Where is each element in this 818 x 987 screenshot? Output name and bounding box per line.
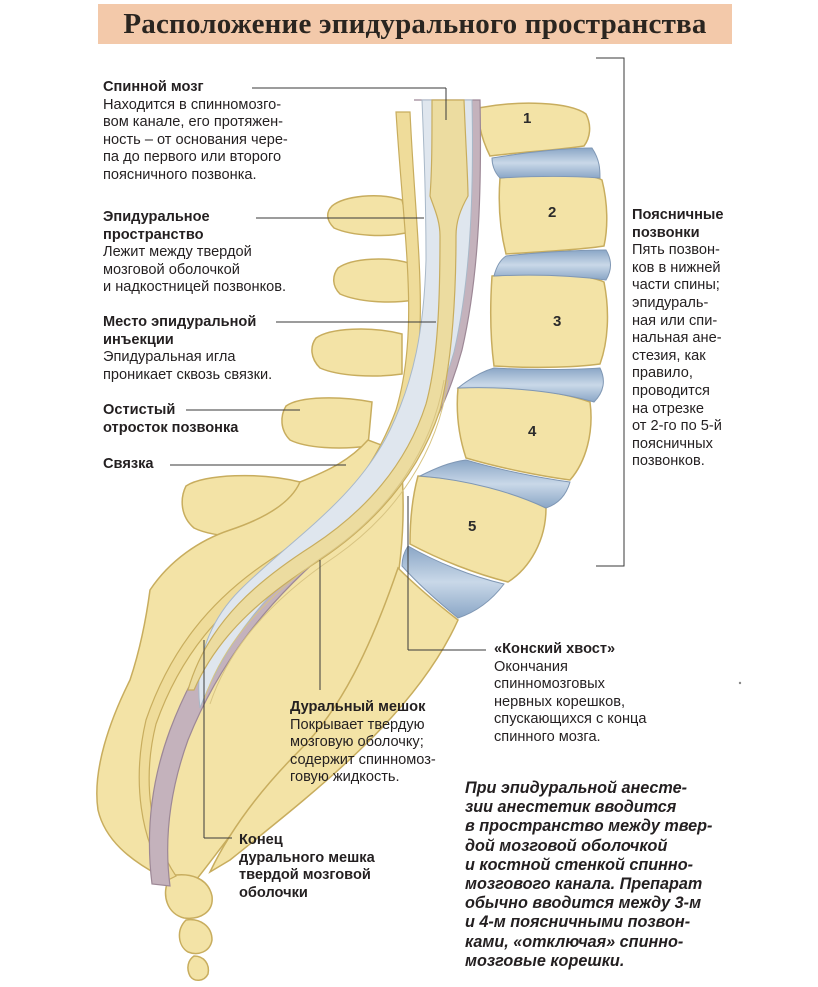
label-epidural-space: Эпидуральное пространство Лежит между тв… bbox=[103, 209, 286, 297]
intervertebral-discs bbox=[401, 147, 611, 619]
cauda-equina-fibers bbox=[203, 379, 449, 705]
vertebra-number-2: 2 bbox=[548, 204, 557, 221]
label-epidural-space-body: Лежит между твердой мозговой оболочкой и… bbox=[103, 244, 287, 296]
anesthesia-note: При эпидуральной анесте- зии анестетик в… bbox=[465, 779, 713, 970]
disc-1-2 bbox=[491, 147, 601, 179]
label-lumbar-vertebrae-heading: Поясничные позвонки bbox=[632, 207, 724, 241]
label-dural-sac-end-heading: Конец дурального мешка твердой мозговой … bbox=[239, 832, 375, 901]
spinous-process-3 bbox=[311, 328, 403, 377]
vertebra-number-4: 4 bbox=[528, 423, 537, 440]
disc-5-s1 bbox=[401, 545, 505, 619]
label-spinous-process-heading: Остистый отросток позвонка bbox=[103, 402, 239, 436]
vertebra-number-3: 3 bbox=[553, 313, 562, 330]
sacral-body bbox=[208, 566, 459, 874]
label-dural-sac-heading: Дуральный мешок bbox=[290, 699, 426, 715]
label-lumbar-vertebrae: Поясничные позвонки Пять позвон- ков в н… bbox=[632, 207, 724, 471]
speck bbox=[738, 681, 742, 685]
disc-4-5 bbox=[418, 459, 571, 509]
label-dural-sac: Дуральный мешок Покрывает твердую мозгов… bbox=[290, 699, 436, 787]
page-title: Расположение эпидурального пространства bbox=[123, 7, 707, 40]
disc-3-4 bbox=[456, 367, 604, 403]
label-dural-sac-end: Конец дурального мешка твердой мозговой … bbox=[239, 832, 375, 902]
label-spinal-cord-heading: Спинной мозг bbox=[103, 79, 204, 95]
title-bar: Расположение эпидурального пространства bbox=[98, 4, 732, 44]
label-ligament: Связка bbox=[103, 456, 154, 474]
lumbar-bracket bbox=[596, 57, 625, 567]
label-cauda-equina-body: Окончания спинномозговых нервных корешко… bbox=[494, 658, 647, 745]
label-injection-site-body: Эпидуральная игла проникает сквозь связк… bbox=[103, 349, 273, 383]
vertebra-number-1: 1 bbox=[523, 110, 532, 127]
label-cauda-equina-heading: «Конский хвост» bbox=[494, 641, 616, 657]
vertebra-number-5: 5 bbox=[468, 518, 477, 535]
leader-lines bbox=[170, 57, 625, 839]
label-spinal-cord: Спинной мозг Находится в спинномозго- во… bbox=[103, 79, 288, 185]
label-spinal-cord-body: Находится в спинномозго- вом канале, его… bbox=[103, 96, 288, 183]
label-cauda-equina: «Конский хвост» Окончания спинномозговых… bbox=[494, 641, 647, 747]
label-ligament-heading: Связка bbox=[103, 456, 154, 472]
spinous-process-4 bbox=[281, 397, 373, 449]
label-injection-site: Место эпидуральной инъекции Эпидуральная… bbox=[103, 314, 272, 384]
vertebra-1 bbox=[477, 102, 591, 157]
label-injection-site-heading: Место эпидуральной инъекции bbox=[103, 314, 257, 348]
coccyx bbox=[164, 874, 213, 981]
label-dural-sac-body: Покрывает твердую мозговую оболочку; сод… bbox=[290, 716, 436, 786]
label-spinous-process: Остистый отросток позвонка bbox=[103, 402, 238, 437]
vertebra-3 bbox=[489, 273, 609, 369]
disc-2-3 bbox=[493, 249, 611, 281]
vertebral-bodies bbox=[409, 102, 609, 583]
label-epidural-space-heading: Эпидуральное пространство bbox=[103, 209, 210, 243]
spinous-process-2 bbox=[333, 258, 415, 303]
spinous-process-1 bbox=[327, 195, 411, 237]
label-lumbar-vertebrae-body: Пять позвон- ков в нижней части спины; э… bbox=[632, 242, 722, 470]
spinal-cord bbox=[187, 99, 469, 691]
